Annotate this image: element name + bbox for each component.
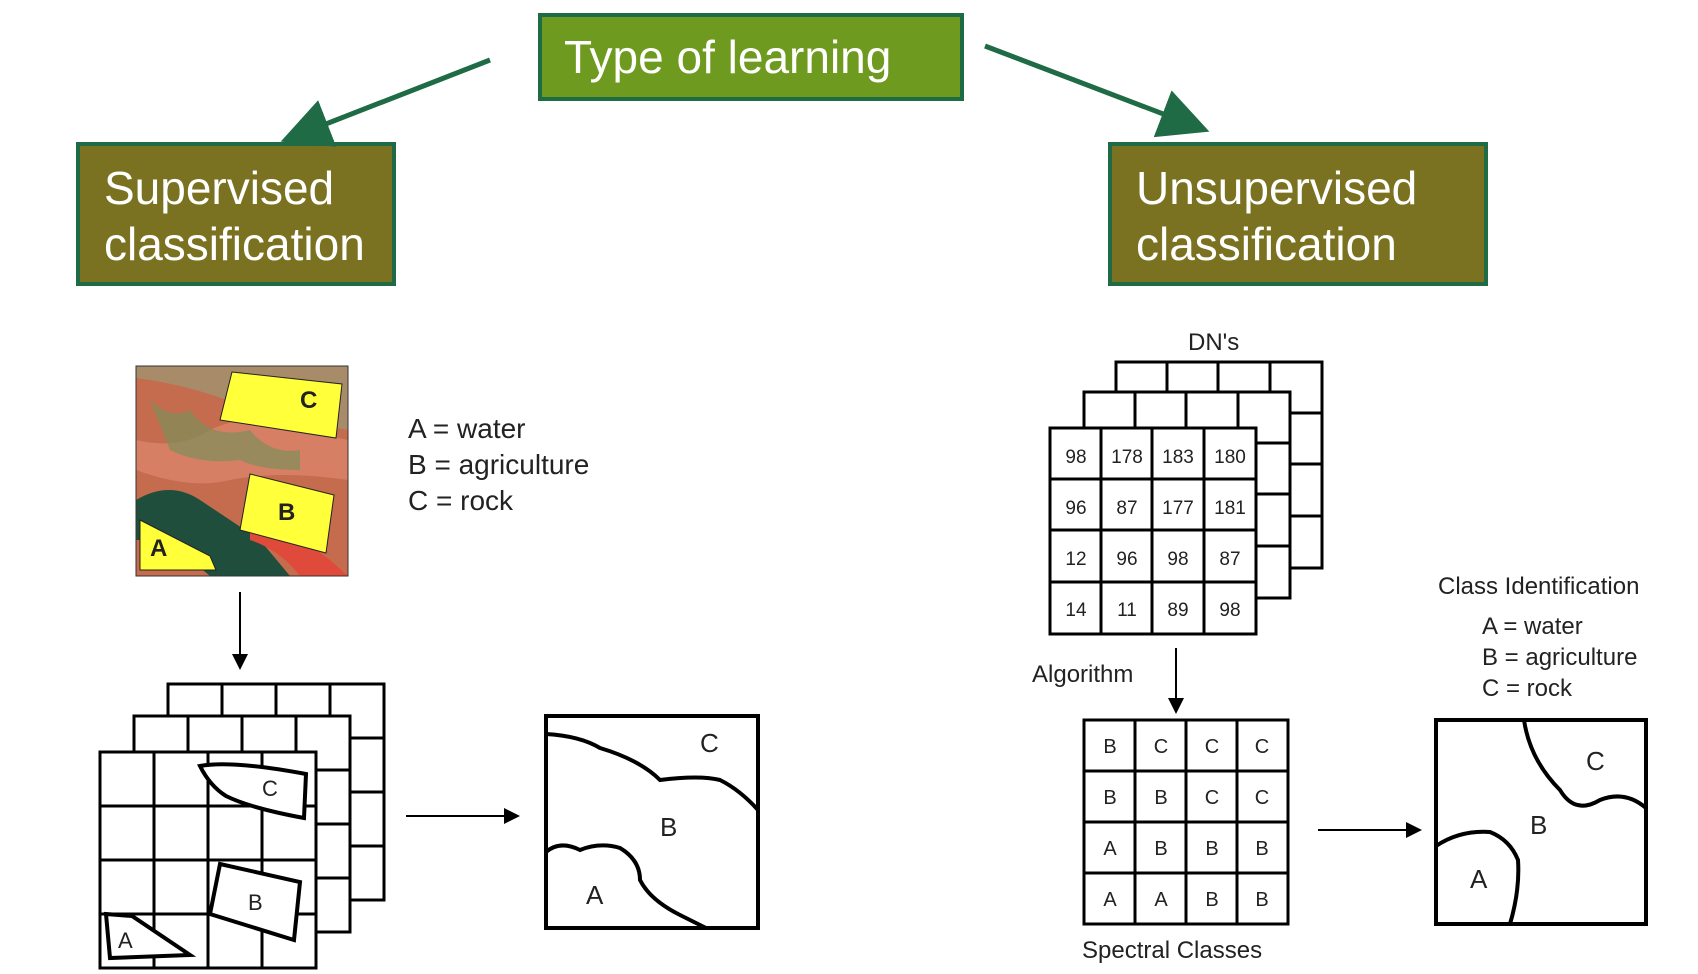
spectral-cell: C <box>1255 736 1269 758</box>
legend-line-c: C = rock <box>408 485 514 516</box>
grid-label-b: B <box>248 890 263 915</box>
dn-cell: 89 <box>1167 600 1188 621</box>
spectral-cell: B <box>1154 787 1167 809</box>
uns-map-label-c: C <box>1586 746 1605 776</box>
supervised-title-line1: Supervised <box>104 162 335 214</box>
dn-cell: 87 <box>1116 498 1137 519</box>
dn-grid-front <box>1048 426 1258 636</box>
spectral-cell: C <box>1154 736 1168 758</box>
unsupervised-title-line1: Unsupervised <box>1136 162 1418 214</box>
unsupervised-title-line2: classification <box>1136 218 1397 270</box>
spectral-classes-label: Spectral Classes <box>1082 937 1262 964</box>
dn-cell: 96 <box>1065 498 1086 519</box>
unsupervised-map <box>1434 718 1648 926</box>
grid-label-c: C <box>262 776 278 801</box>
spectral-grid <box>1082 718 1290 926</box>
dn-cell: 98 <box>1065 447 1086 468</box>
dn-cell: 178 <box>1111 447 1143 468</box>
dn-cell: 181 <box>1214 498 1246 519</box>
dn-cell: 96 <box>1116 549 1137 570</box>
map-label-c: C <box>700 728 719 758</box>
legend-line-a: A = water <box>408 413 526 444</box>
spectral-cell: A <box>1154 889 1168 911</box>
spectral-cell: B <box>1255 889 1268 911</box>
dn-cell: 98 <box>1219 600 1240 621</box>
map-label-b: B <box>660 812 677 842</box>
dn-cell: 12 <box>1065 549 1086 570</box>
dn-cell: 98 <box>1167 549 1188 570</box>
arrow-to-supervised <box>280 57 491 147</box>
spectral-cell: B <box>1255 838 1268 860</box>
spectral-cell: A <box>1103 889 1117 911</box>
supervised-title-line2: classification <box>104 218 365 270</box>
supervised-map <box>544 714 760 930</box>
arrow-to-unsupervised <box>984 43 1210 138</box>
dn-values: 98 178 183 180 96 87 177 181 12 96 98 87… <box>1065 447 1245 621</box>
map-label-a: A <box>586 880 604 910</box>
spectral-cell: C <box>1255 787 1269 809</box>
dn-cell: 87 <box>1219 549 1240 570</box>
image-label-a: A <box>150 535 167 562</box>
spectral-cell: B <box>1103 787 1116 809</box>
spectral-cell: C <box>1205 787 1219 809</box>
uns-map-label-b: B <box>1530 810 1547 840</box>
layer-grid-front <box>98 750 318 970</box>
type-of-learning-label: Type of learning <box>564 31 892 83</box>
unsupervised-box: Unsupervised classification <box>1108 142 1488 286</box>
class-id-legend-c: C = rock <box>1482 675 1573 702</box>
legend-line-b: B = agriculture <box>408 449 589 480</box>
dn-cell: 11 <box>1117 600 1137 621</box>
class-id-legend-b: B = agriculture <box>1482 644 1637 671</box>
spectral-cell: B <box>1205 889 1218 911</box>
algorithm-label: Algorithm <box>1032 661 1133 688</box>
dn-cell: 183 <box>1162 447 1194 468</box>
dn-cell: 180 <box>1214 447 1246 468</box>
image-label-b: B <box>278 499 295 526</box>
spectral-values: B C C C B B C C A B B B A A B B <box>1103 736 1269 911</box>
spectral-cell: B <box>1103 736 1116 758</box>
spectral-cell: C <box>1205 736 1219 758</box>
spectral-cell: B <box>1205 838 1218 860</box>
image-label-c: C <box>300 387 317 414</box>
spectral-cell: B <box>1154 838 1167 860</box>
dn-cell: 14 <box>1065 600 1087 621</box>
class-identification-title: Class Identification <box>1438 573 1639 600</box>
satellite-image <box>135 365 349 577</box>
dn-cell: 177 <box>1162 498 1194 519</box>
class-id-legend-a: A = water <box>1482 613 1583 640</box>
uns-map-label-a: A <box>1470 864 1488 894</box>
grid-label-a: A <box>118 928 133 953</box>
dn-label: DN's <box>1188 329 1239 356</box>
spectral-cell: A <box>1103 838 1117 860</box>
type-of-learning-box: Type of learning <box>538 13 964 101</box>
supervised-box: Supervised classification <box>76 142 396 286</box>
